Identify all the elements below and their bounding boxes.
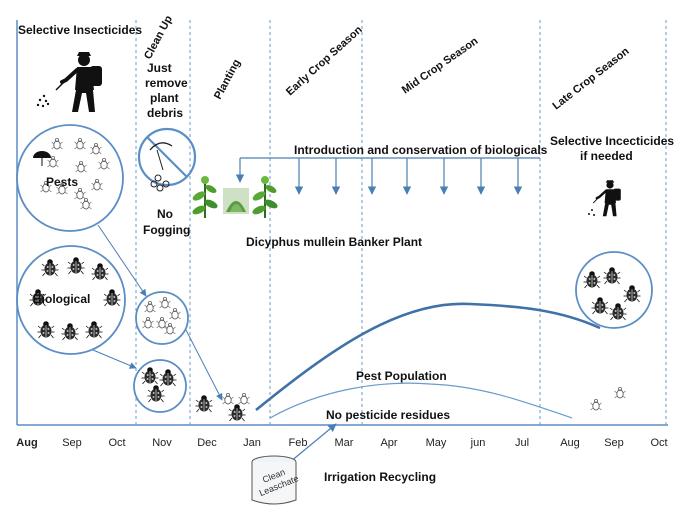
banker-plant-label: Dicyphus mullein Banker Plant (246, 235, 422, 249)
month-label-1: Sep (62, 437, 82, 449)
banker-plant-icon (190, 175, 280, 219)
pest-population-label: Pest Population (356, 369, 447, 383)
spray-dots-late (588, 209, 595, 216)
spray-dots (36, 94, 50, 108)
month-label-12: Aug (560, 437, 580, 449)
late-selective-label: Selective Incecticides if needed (550, 134, 677, 163)
phase-label-planting: Planting (212, 57, 243, 101)
month-label-6: Feb (289, 437, 308, 449)
biological-small-circle (133, 359, 187, 413)
irrigation-label: Irrigation Recycling (324, 470, 436, 484)
introduction-label: Introduction and conservation of biologi… (294, 143, 548, 157)
sprayer-person-late-icon (592, 178, 622, 218)
phase-dividers (135, 20, 667, 425)
cleanup-note: Just remove plant debris (145, 61, 191, 120)
introduction-bracket (235, 157, 540, 195)
month-label-8: Apr (380, 437, 397, 449)
connector-arrows (92, 224, 223, 401)
clean-bucket-icon: Clean Leaschate (251, 455, 300, 505)
pest-population-curve (255, 302, 601, 412)
umbrella-icon (33, 151, 51, 158)
month-label-13: Sep (604, 437, 624, 449)
no-residues-label: No pesticide residues (326, 408, 450, 422)
month-label-14: Oct (650, 437, 667, 449)
month-label-7: Mar (335, 437, 354, 449)
biological-label: Biological (33, 292, 90, 306)
month-label-9: May (426, 437, 447, 449)
month-label-3: Nov (152, 437, 172, 449)
month-label-10: jun (470, 437, 486, 449)
month-label-0: Aug (16, 437, 37, 449)
irrigation-arrow (289, 423, 337, 463)
month-label-5: Jan (243, 437, 261, 449)
month-label-4: Dec (197, 437, 217, 449)
month-label-2: Oct (108, 437, 125, 449)
phase-label-early: Early Crop Season (284, 24, 365, 99)
no-sign-icon (137, 127, 197, 192)
phase-label-clean-up: Clean Up (142, 13, 175, 61)
sprayer-person-icon (54, 50, 104, 114)
month-label-11: Jul (515, 437, 529, 449)
pests-small-circle (135, 291, 189, 345)
phase-label-late: Late Crop Season (550, 45, 631, 112)
pests-label: Pests (46, 175, 78, 189)
title-selective-insecticides: Selective Insecticides (18, 23, 142, 37)
no-fogging-label: No Fogging (143, 207, 190, 237)
phase-label-mid: Mid Crop Season (400, 35, 481, 97)
month-axis: Aug Sep Oct Nov Dec Jan Feb Mar Apr May jun Jul Aug S… (16, 437, 667, 449)
pest-population-low-curve (269, 382, 573, 419)
